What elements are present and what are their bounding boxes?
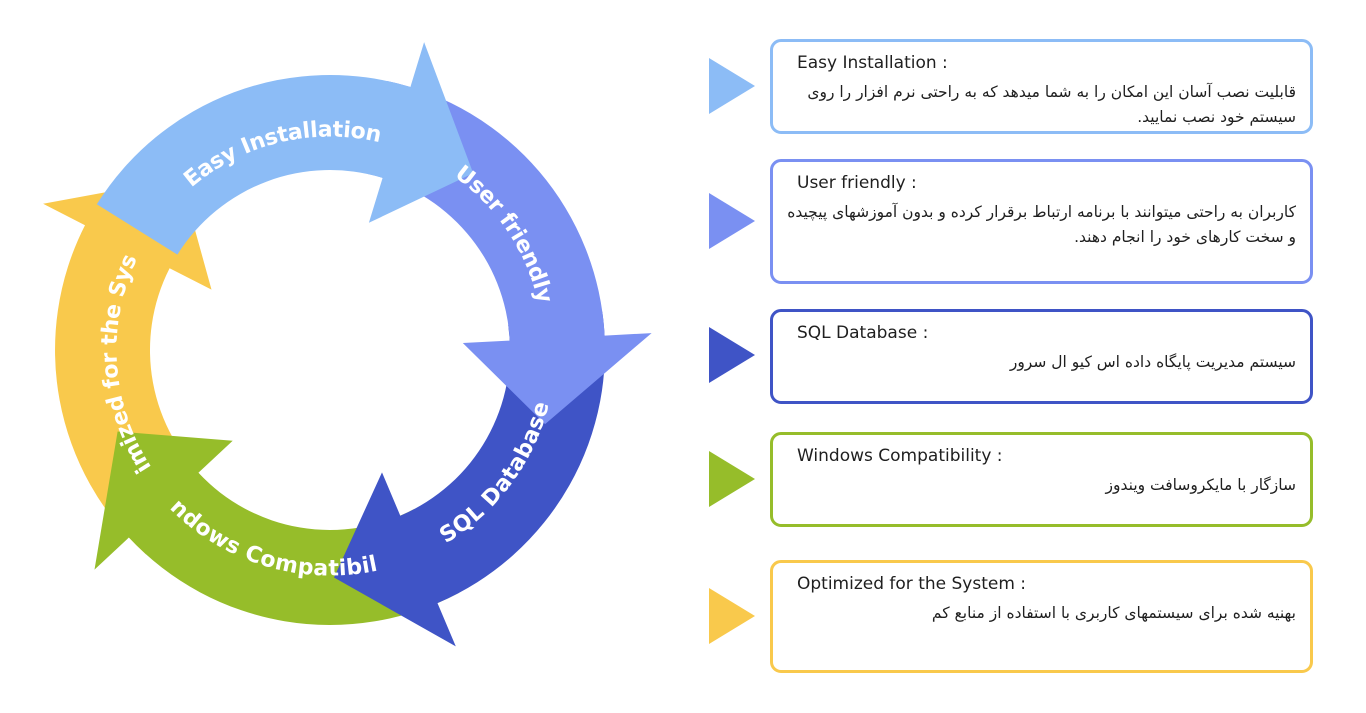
card-description: سازگار با مایکروسافت ویندوز — [1105, 476, 1296, 494]
step-marker-sql-database — [709, 327, 755, 383]
card-title: Optimized for the System : — [797, 574, 1027, 594]
card-title: Windows Compatibility : — [797, 446, 1003, 466]
card-easy-installation: Easy Installation : قابلیت نصب آسان این … — [770, 39, 1313, 134]
card-description: سیستم مدیریت پایگاه داده اس کیو ال سرور — [1009, 353, 1296, 371]
card-title: User friendly : — [797, 173, 917, 193]
step-marker-windows-compatibility — [709, 451, 755, 507]
card-user-friendly: User friendly : کاربران به راحتی میتوانن… — [770, 159, 1313, 284]
card-description: کاربران به راحتی میتوانند با برنامه ارتب… — [787, 203, 1296, 246]
triangle-icon — [709, 327, 755, 383]
step-marker-user-friendly — [709, 193, 755, 249]
step-marker-easy-installation — [709, 58, 755, 114]
cycle-diagram: Optimized for the SystemWindows Compatib… — [43, 42, 652, 647]
card-description: قابلیت نصب آسان این امکان را به شما میده… — [807, 83, 1296, 126]
card-title: Easy Installation : — [797, 53, 948, 73]
card-optimized-for-the-system: Optimized for the System : بهنیه شده برا… — [770, 560, 1313, 673]
card-sql-database: SQL Database : سیستم مدیریت پایگاه داده … — [770, 309, 1313, 404]
triangle-icon — [709, 58, 755, 114]
triangle-icon — [709, 451, 755, 507]
card-description: بهنیه شده برای سیستمهای کاربری با استفاد… — [931, 604, 1296, 622]
card-windows-compatibility: Windows Compatibility : سازگار با مایکرو… — [770, 432, 1313, 527]
cycle-arrow-1 — [96, 42, 474, 255]
triangle-icon — [709, 588, 755, 644]
triangle-icon — [709, 193, 755, 249]
card-title: SQL Database : — [797, 323, 929, 343]
step-marker-optimized-for-the-system — [709, 588, 755, 644]
